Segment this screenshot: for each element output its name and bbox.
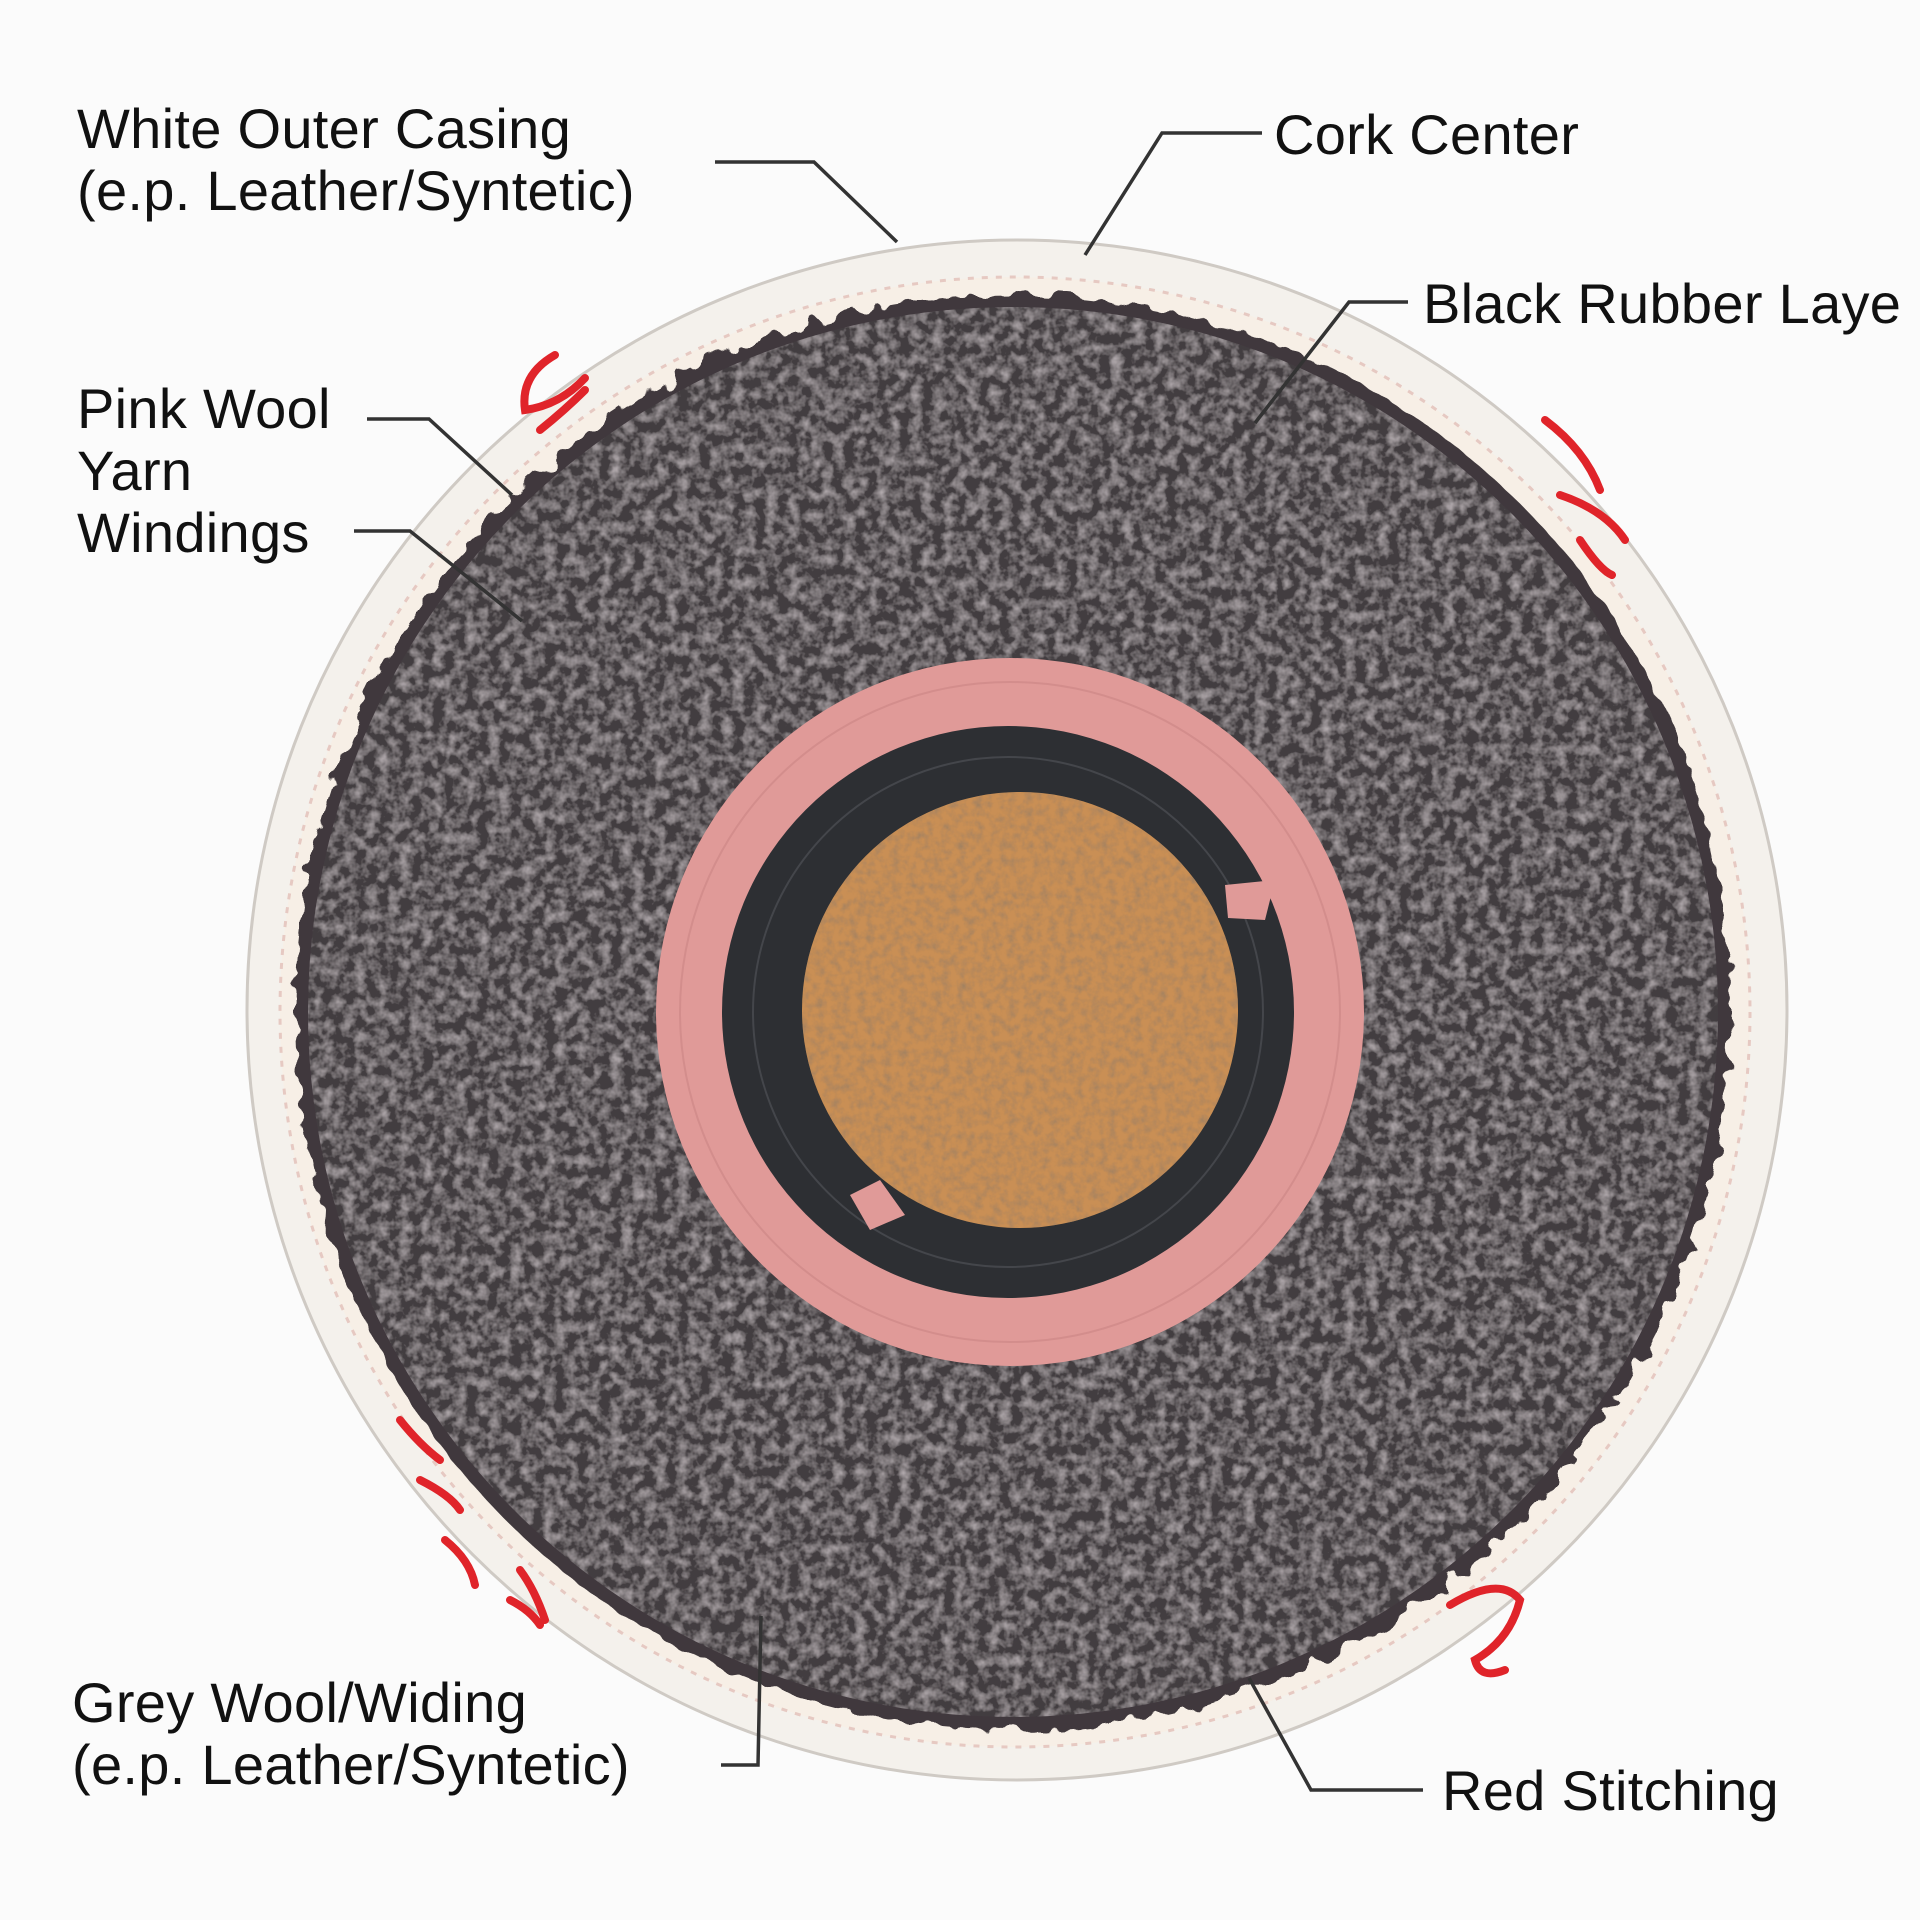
label-red-stitching: Red Stitching (1442, 1759, 1779, 1822)
cork-center (802, 792, 1238, 1228)
label-pink-wool-line2: Yarn (77, 439, 193, 502)
leader-grey-wool (721, 1615, 763, 1767)
label-outer-casing-line1: White Outer Casing (77, 97, 572, 160)
red-stitching (396, 351, 1629, 1678)
leader-outer-casing (715, 160, 899, 244)
label-grey-wool-line1: Grey Wool/Widing (72, 1671, 528, 1734)
leader-cork-center (1083, 131, 1262, 256)
label-pink-wool: Pink Wool Yarn Windings (77, 378, 331, 564)
leader-red-stitching (1247, 1677, 1423, 1792)
leader-lines (354, 131, 1423, 1792)
label-grey-wool-line2: (e.p. Leather/Syntetic) (72, 1733, 630, 1796)
label-outer-casing: White Outer Casing (e.p. Leather/Synteti… (77, 98, 635, 222)
leader-black-rubber (1253, 300, 1408, 425)
label-black-rubber-layer: Black Rubber Laye (1423, 272, 1902, 335)
leader-pink-wool-1 (367, 417, 514, 497)
label-pink-wool-line3: Windings (77, 501, 310, 564)
label-grey-wool: Grey Wool/Widing (e.p. Leather/Syntetic) (72, 1672, 630, 1796)
leader-pink-wool-2 (354, 529, 524, 623)
label-pink-wool-line1: Pink Wool (77, 377, 331, 440)
label-outer-casing-line2: (e.p. Leather/Syntetic) (77, 159, 635, 222)
label-cork-center: Cork Center (1274, 103, 1580, 166)
